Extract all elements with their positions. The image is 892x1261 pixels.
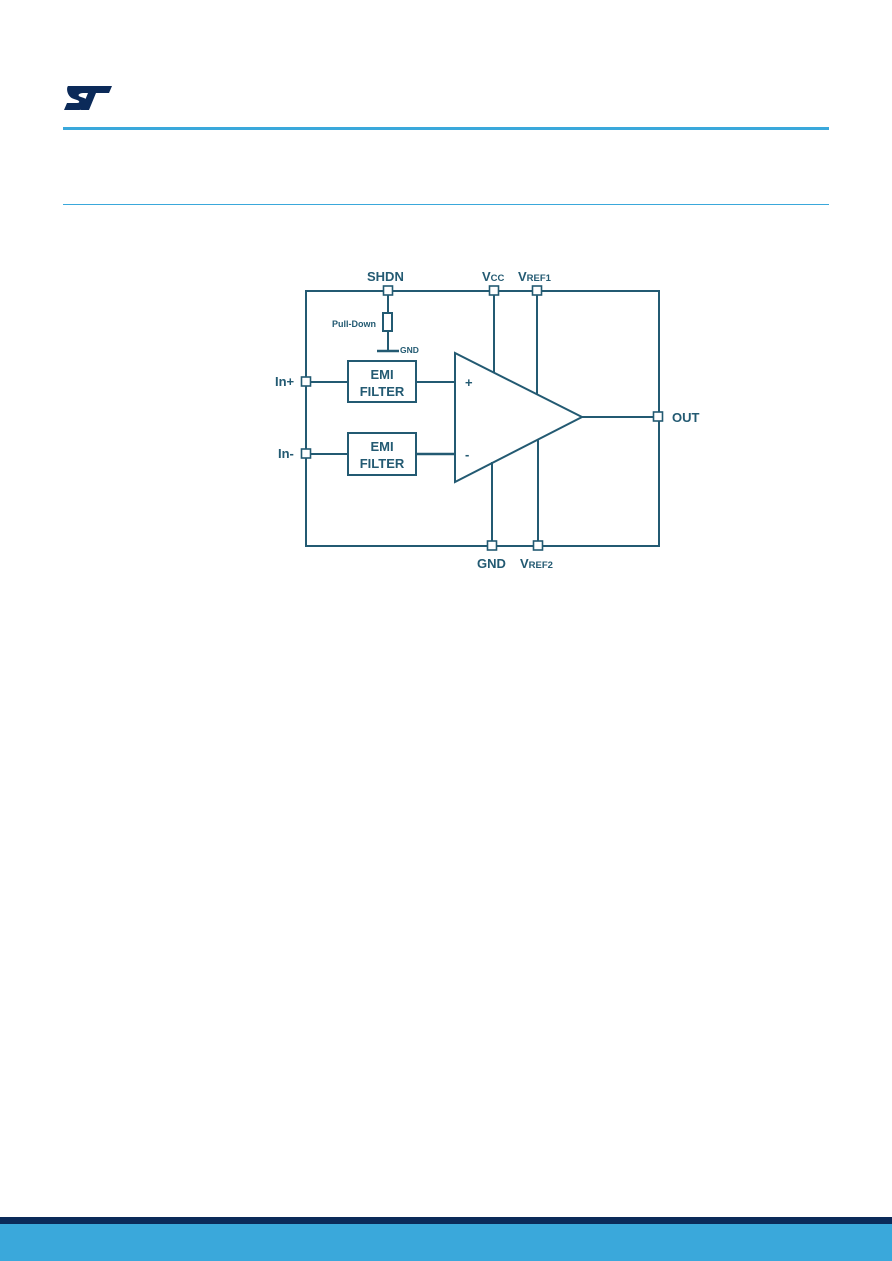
label-out: OUT [672,410,700,425]
label-gnd: GND [477,556,506,571]
label-shdn: SHDN [367,269,404,284]
package-outline [305,290,660,547]
label-opamp-minus: - [465,447,469,462]
pin-shdn [382,285,394,296]
label-filter1-line1: EMI [370,367,393,382]
label-vcc: VCC [482,269,505,284]
label-in-minus: In- [278,446,294,461]
pin-vref2 [532,540,544,551]
label-vref2: VREF2 [520,556,553,571]
pin-vref1 [531,285,543,296]
op-amp [454,351,585,484]
label-vref1: VREF1 [518,269,552,284]
footer-bar-dark [0,1217,892,1224]
pin-out [652,411,664,422]
label-filter2-line2: FILTER [360,456,405,471]
pin-in-minus [300,448,312,459]
label-filter1-line2: FILTER [360,384,405,399]
pin-vcc [488,285,500,296]
label-pull-down: Pull-Down [332,319,376,329]
pull-down-resistor [382,312,393,332]
label-pull-down-gnd: GND [400,345,419,355]
section-rule [63,204,829,205]
st-logo-icon [64,86,112,110]
header-rule [63,127,829,130]
label-in-plus: In+ [275,374,295,389]
pin-gnd [486,540,498,551]
pin-in-plus [300,376,312,387]
label-opamp-plus: + [465,375,473,390]
label-filter2-line1: EMI [370,439,393,454]
footer-bar-light [0,1224,892,1261]
